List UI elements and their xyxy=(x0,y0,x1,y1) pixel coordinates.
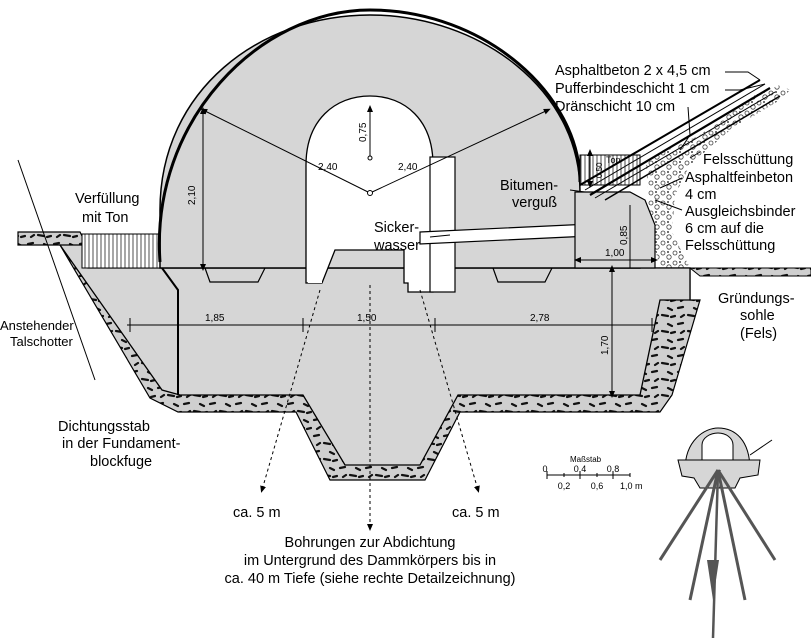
label-bohrungen-1: Bohrungen zur Abdichtung xyxy=(285,535,456,551)
dim-085: 0,85 xyxy=(619,225,630,245)
label-bitumen-2: verguß xyxy=(512,195,557,211)
dim-240-left: 2,40 xyxy=(318,162,338,173)
label-dichtung-2: in der Fundament- xyxy=(62,436,181,452)
scale-tick-0: 0 xyxy=(542,464,547,474)
dim-050: 0,50 xyxy=(595,162,604,178)
gallery-floor xyxy=(308,270,322,283)
label-gruendung-1: Gründungs- xyxy=(718,291,795,307)
foundation-notches xyxy=(204,267,553,283)
label-anstehender-2: Talschotter xyxy=(10,334,74,349)
scale-texts: Maßstab 0 0,4 0,8 0,2 0,6 1,0 m xyxy=(542,455,642,491)
boreholes xyxy=(260,285,480,531)
dimension-lines xyxy=(127,105,658,398)
dim-100: 1,00 xyxy=(605,248,625,259)
label-gruendung-3: (Fels) xyxy=(740,326,777,342)
dimension-texts: 0,75 2,40 2,40 2,10 1,85 1,50 2,78 1,70 … xyxy=(187,122,630,355)
label-asphaltbeton: Asphaltbeton 2 x 4,5 cm xyxy=(555,63,711,79)
label-ausgleich-2: 6 cm auf die xyxy=(685,221,764,237)
text-labels: Verfüllung mit Ton Anstehender Talschott… xyxy=(0,63,796,587)
detail-drawing xyxy=(658,427,777,638)
label-bitumen-1: Bitumen- xyxy=(500,178,558,194)
scale-tick-04: 0,4 xyxy=(574,464,587,474)
label-felsschuettung: Felsschüttung xyxy=(703,152,793,168)
foundation-block xyxy=(58,244,691,466)
dim-240-right: 2,40 xyxy=(398,162,418,173)
label-ausgleich-3: Felsschüttung xyxy=(685,238,775,254)
label-ausgleich-1: Ausgleichsbinder xyxy=(685,204,796,220)
gallery-wall-right xyxy=(429,156,456,293)
arch-sealing-layer xyxy=(157,8,582,263)
scale-title: Maßstab xyxy=(570,455,602,464)
label-ca5m-left: ca. 5 m xyxy=(233,505,281,521)
dim-075: 0,75 xyxy=(358,122,369,142)
sealing-strip-line xyxy=(161,267,179,395)
rockfill-zone xyxy=(646,85,790,268)
slope-lining xyxy=(579,79,781,201)
label-verfuellung-1: Verfüllung xyxy=(75,191,140,207)
leader-lines xyxy=(429,71,766,238)
scale-tick-08: 0,8 xyxy=(607,464,620,474)
dim-150: 1,50 xyxy=(357,313,377,324)
label-gruendung-2: sohle xyxy=(740,308,775,324)
label-draenschicht: Dränschicht 10 cm xyxy=(555,99,675,115)
label-sicker-2: wasser xyxy=(373,238,420,254)
toe-block xyxy=(574,191,656,269)
clay-fill xyxy=(81,233,161,269)
label-pufferbinde: Pufferbindeschicht 1 cm xyxy=(555,81,709,97)
dim-210: 2,10 xyxy=(187,185,198,205)
label-anstehender-1: Anstehender xyxy=(0,318,74,333)
label-dichtung-3: blockfuge xyxy=(90,454,152,470)
label-asphaltfein-2: 4 cm xyxy=(685,187,716,203)
talschotter-boundary-line xyxy=(17,159,96,381)
label-dichtung-1: Dichtungsstab xyxy=(58,419,150,435)
label-bohrungen-3: ca. 40 m Tiefe (siehe rechte Detailzeich… xyxy=(225,571,516,587)
label-verfuellung-2: mit Ton xyxy=(82,210,128,226)
label-ca5m-right: ca. 5 m xyxy=(452,505,500,521)
scale-bar xyxy=(546,471,631,479)
label-asphaltfein-1: Asphaltfeinbeton xyxy=(685,170,793,186)
dim-185: 1,85 xyxy=(205,313,225,324)
label-ton: Ton xyxy=(606,155,621,165)
label-sicker-1: Sicker- xyxy=(374,220,419,236)
ground-strip-right xyxy=(688,267,811,277)
scale-tick-02: 0,2 xyxy=(558,481,571,491)
dim-278: 2,78 xyxy=(530,313,550,324)
scale-tick-06: 0,6 xyxy=(591,481,604,491)
label-bohrungen-2: im Untergrund des Dammkörpers bis in xyxy=(244,553,496,569)
dim-170: 1,70 xyxy=(600,335,611,355)
scale-tick-10: 1,0 m xyxy=(620,481,643,491)
